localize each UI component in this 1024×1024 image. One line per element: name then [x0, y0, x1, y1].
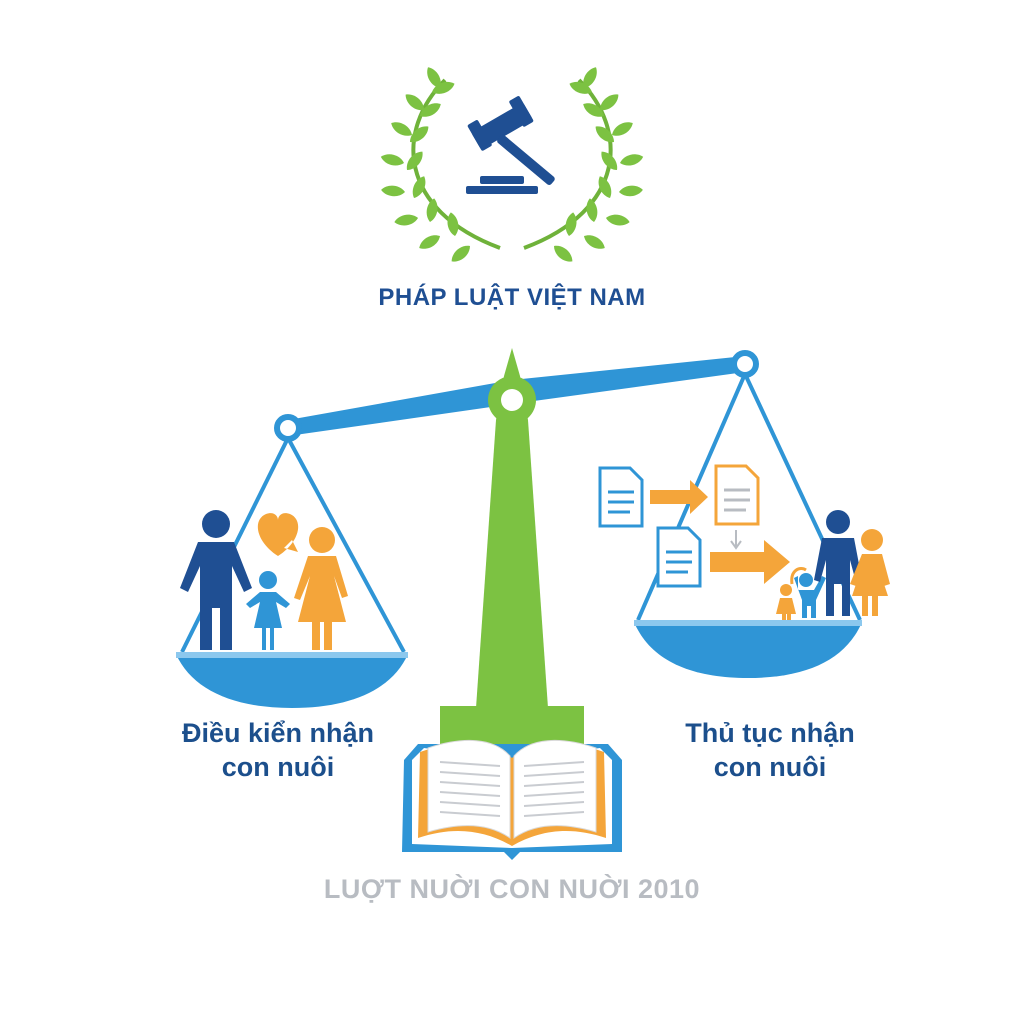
arrow-down-icon	[730, 530, 742, 550]
left-pan-label-line1: Điều kiển nhận	[181, 718, 375, 748]
heart-icon	[257, 513, 299, 556]
child-figure	[246, 571, 290, 650]
document-icon-2	[714, 464, 760, 526]
right-pan-label-line1: Thủ tục nhận	[685, 718, 855, 748]
laurel-wreath-icon	[379, 64, 645, 266]
left-pan-label: Điều kiển nhận con nuôi	[148, 716, 408, 784]
small-child-orange	[776, 584, 796, 620]
open-book-icon	[402, 739, 622, 860]
family-heart-icon	[180, 510, 348, 650]
right-pan-label: Thủ tục nhận con nuôi	[640, 716, 900, 784]
gavel-icon	[466, 96, 555, 194]
brand-title: PHÁP LUẬT VIỆT NAM	[378, 284, 646, 311]
document-icon-1	[598, 466, 644, 528]
law-title: LUỢT NUỜI CON NUỜI 2010	[323, 874, 701, 904]
document-icon-3	[656, 526, 702, 588]
left-pan-label-line2: con nuôi	[221, 752, 335, 782]
documents-process-family-icon	[598, 464, 890, 620]
father-figure	[180, 510, 252, 650]
mother-figure	[294, 527, 348, 650]
arrow-icon-1	[650, 480, 708, 514]
arrow-icon-2	[710, 540, 790, 584]
mother-figure-right	[850, 529, 890, 616]
small-child-blue	[790, 567, 826, 618]
right-pan-label-line2: con nuôi	[713, 752, 827, 782]
father-figure-right	[814, 510, 862, 616]
